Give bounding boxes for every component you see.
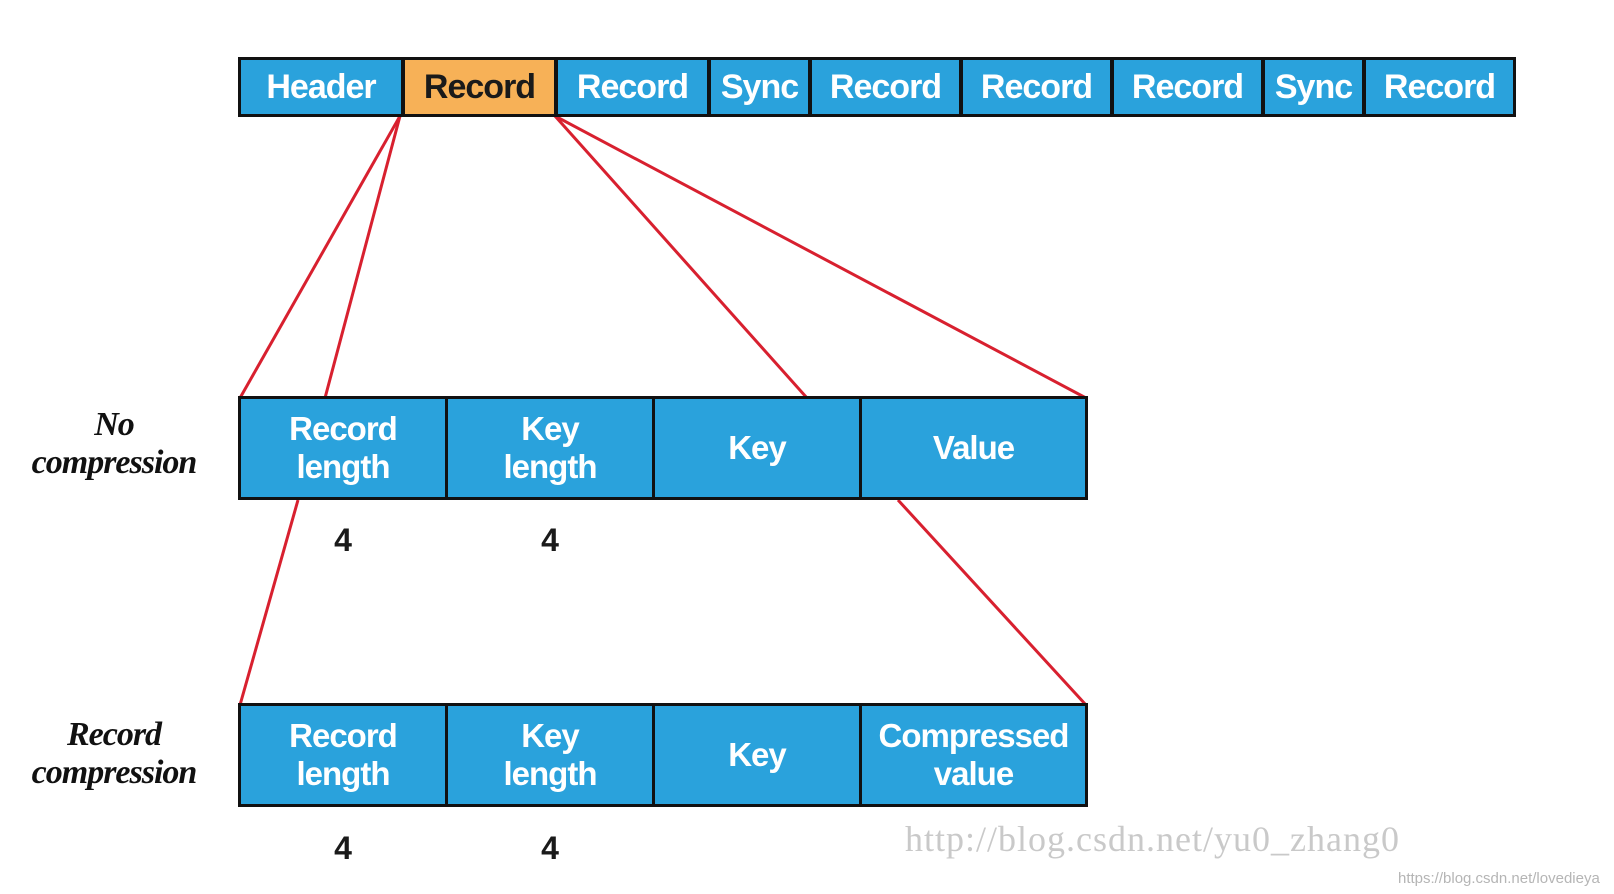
watermark-small-text: https://blog.csdn.net/lovedieya bbox=[1398, 870, 1600, 887]
key-length-size: 4 bbox=[541, 522, 559, 558]
field-key: Key bbox=[652, 703, 862, 807]
segment-sync: Sync bbox=[708, 57, 811, 117]
field-key: Key bbox=[652, 396, 862, 500]
field-record-length: Record length bbox=[238, 703, 448, 807]
segment-record-highlighted: Record bbox=[402, 57, 557, 117]
field-compressed-value: Compressed value bbox=[859, 703, 1088, 807]
connector-line bbox=[553, 115, 809, 399]
field-key-length: Key length bbox=[445, 396, 655, 500]
connector-line bbox=[554, 114, 1087, 400]
connector-line bbox=[238, 499, 300, 706]
field-record-length: Record length bbox=[238, 396, 448, 500]
segment-record: Record bbox=[1363, 57, 1516, 117]
no-compression-label: No compression bbox=[31, 406, 198, 481]
record-compression-label: Record compression bbox=[31, 716, 198, 791]
connector-line bbox=[896, 498, 1088, 707]
segment-header: Header bbox=[238, 57, 404, 117]
field-value: Value bbox=[859, 396, 1088, 500]
segment-record: Record bbox=[555, 57, 710, 117]
record-length-size: 4 bbox=[334, 522, 352, 558]
record-length-size: 4 bbox=[334, 830, 352, 866]
segment-sync: Sync bbox=[1262, 57, 1365, 117]
watermark-text: http://blog.csdn.net/yu0_zhang0 bbox=[905, 819, 1400, 859]
segment-record: Record bbox=[809, 57, 962, 117]
segment-record: Record bbox=[1111, 57, 1264, 117]
field-key-length: Key length bbox=[445, 703, 655, 807]
connector-line bbox=[238, 115, 402, 399]
key-length-size: 4 bbox=[541, 830, 559, 866]
segment-record: Record bbox=[960, 57, 1113, 117]
connector-line bbox=[323, 115, 402, 399]
